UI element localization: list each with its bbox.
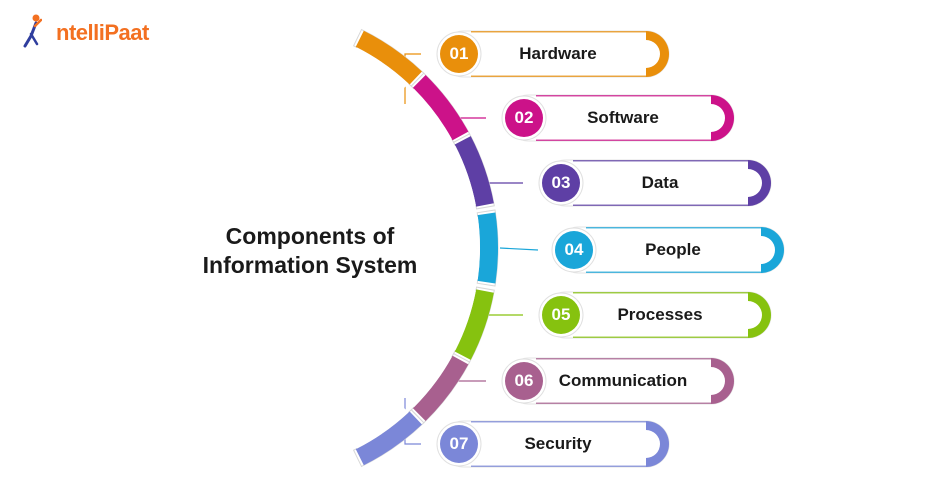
connector-line-01 xyxy=(404,53,421,104)
intellipaat-logo: ntelliPaat xyxy=(22,12,152,52)
item-number-circle-07 xyxy=(440,425,478,463)
item-pill-cap-06 xyxy=(711,358,734,404)
arc-segment-05 xyxy=(454,289,494,360)
arc-segment-07 xyxy=(355,411,422,466)
person-icon xyxy=(23,14,42,48)
item-number-circle-04 xyxy=(555,231,593,269)
title-line-1: Components of xyxy=(225,223,395,249)
arc-segment-03 xyxy=(454,136,494,207)
item-number-01: 01 xyxy=(449,44,469,63)
item-number-circle-05 xyxy=(542,296,580,334)
arc-segment-inner-05 xyxy=(450,289,476,351)
item-pill-cap-05 xyxy=(748,292,771,338)
logo-wordmark: ntelliPaat xyxy=(56,20,149,45)
arc-segment-04 xyxy=(477,212,498,284)
arc-segment-06 xyxy=(412,355,469,422)
connector-line-04 xyxy=(499,247,539,251)
diagram-title: Components of Information System xyxy=(150,222,470,280)
item-number-circle-01 xyxy=(440,35,478,73)
item-number-06: 06 xyxy=(514,371,534,390)
item-number-04: 04 xyxy=(564,240,584,259)
arc-segment-inner-04 xyxy=(471,216,480,280)
item-label-06: Communication xyxy=(558,371,688,390)
item-number-circle-06 xyxy=(505,362,543,400)
item-label-03: Data xyxy=(641,173,679,192)
item-pill-cap-02 xyxy=(711,95,734,141)
item-label-01: Hardware xyxy=(519,44,597,63)
item-label-05: Processes xyxy=(617,305,703,324)
arc-segment-01 xyxy=(355,30,422,85)
connector-line-05 xyxy=(485,314,523,320)
item-number-05: 05 xyxy=(551,305,571,324)
arc-segment-inner-03 xyxy=(450,145,476,207)
item-number-02: 02 xyxy=(514,108,534,127)
item-label-04: People xyxy=(645,240,701,259)
item-pill-cap-07 xyxy=(646,421,669,467)
item-pill-cap-03 xyxy=(748,160,771,206)
item-pill-cap-04 xyxy=(761,227,784,273)
item-number-circle-02 xyxy=(505,99,543,137)
arc-segment-inner-01 xyxy=(354,47,409,88)
arc-segment-inner-02 xyxy=(409,88,452,142)
connector-line-03 xyxy=(485,175,523,184)
arc-segment-inner-06 xyxy=(409,354,452,408)
arc-segment-02 xyxy=(412,74,469,141)
arc-segment-inner-07 xyxy=(354,408,409,449)
item-label-02: Software xyxy=(587,108,659,127)
title-line-2: Information System xyxy=(202,252,418,278)
item-label-07: Security xyxy=(524,434,592,453)
item-number-07: 07 xyxy=(449,434,469,453)
item-number-03: 03 xyxy=(551,173,571,192)
item-pill-cap-01 xyxy=(646,31,669,77)
item-number-circle-03 xyxy=(542,164,580,202)
